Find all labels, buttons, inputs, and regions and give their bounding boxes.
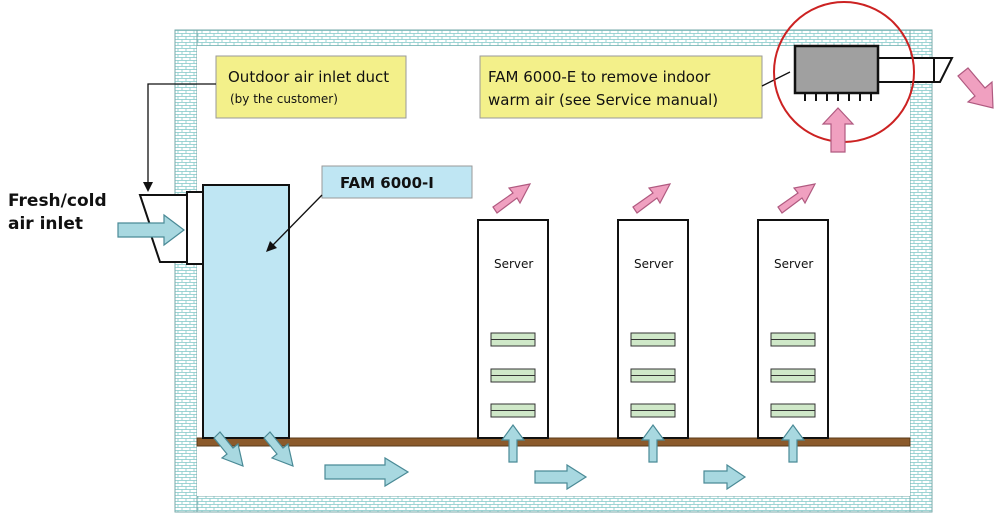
fresh-inlet-label-line2: air inlet [8,214,83,234]
cold-air-up-arrow [780,423,806,463]
cold-air-down-arrows [213,431,294,467]
server-rack-2: Server [617,219,689,439]
cold-air-floor-arrow [703,463,747,491]
fam-i-leader-head [266,241,277,252]
server-cabinet [757,219,829,439]
warm-air-up-arrow [821,107,855,153]
wall-top [174,29,933,47]
fam-e-leader [761,71,791,87]
fresh-inlet-label-line1: Fresh/cold [8,191,107,211]
fam-6000-e-assembly [773,1,994,153]
cold-air-floor-arrow [534,463,588,491]
wall-left [174,29,198,513]
warm-air-arrow [777,183,817,214]
cold-air-up-arrow [500,423,526,463]
fam-e-exhaust-duct [877,57,935,83]
outdoor-duct-line1: Outdoor air inlet duct [228,68,389,86]
fam-6000-e-unit [793,44,880,95]
cold-air-diagonal-arrow [263,431,294,467]
raised-floor [196,437,911,447]
wall-right [909,29,933,513]
server-rack-3: Server [757,219,829,439]
fam-e-line1: FAM 6000-E to remove indoor [488,68,711,86]
outdoor-duct-leader-head [143,182,153,192]
outdoor-duct-leader [147,83,216,183]
cold-air-floor-arrows [324,456,747,491]
wall-bottom [174,495,933,513]
cold-air-diagonal-arrow [213,431,244,467]
exhaust-out-arrow [957,67,994,109]
outdoor-duct-line2: (by the customer) [230,92,338,106]
server-vents [490,332,536,418]
server-label: Server [774,257,813,271]
server-label: Server [494,257,533,271]
warm-air-arrow [492,183,532,214]
server-rack-1: Server [477,219,549,439]
warm-air-arrows [492,183,817,214]
server-label: Server [634,257,673,271]
cold-air-up-arrow [640,423,666,463]
cold-air-floor-arrow [324,456,410,488]
outdoor-duct-callout [215,55,407,119]
fam-i-leader [271,194,323,247]
fam-e-line2: warm air (see Service manual) [488,91,718,109]
fresh-air-arrow [117,213,185,247]
fam-e-exhaust-hood [933,57,954,83]
server-vents [630,332,676,418]
server-cabinet [477,219,549,439]
server-vents [770,332,816,418]
warm-air-arrow [632,183,672,214]
fam-i-label: FAM 6000-I [340,174,434,192]
cold-air-up-arrows [500,423,806,463]
fam-6000-i-unit [202,184,290,439]
fam-i-callout [321,165,473,199]
server-cabinet [617,219,689,439]
fam-e-callout [479,55,763,119]
fam-e-grille [804,93,872,101]
